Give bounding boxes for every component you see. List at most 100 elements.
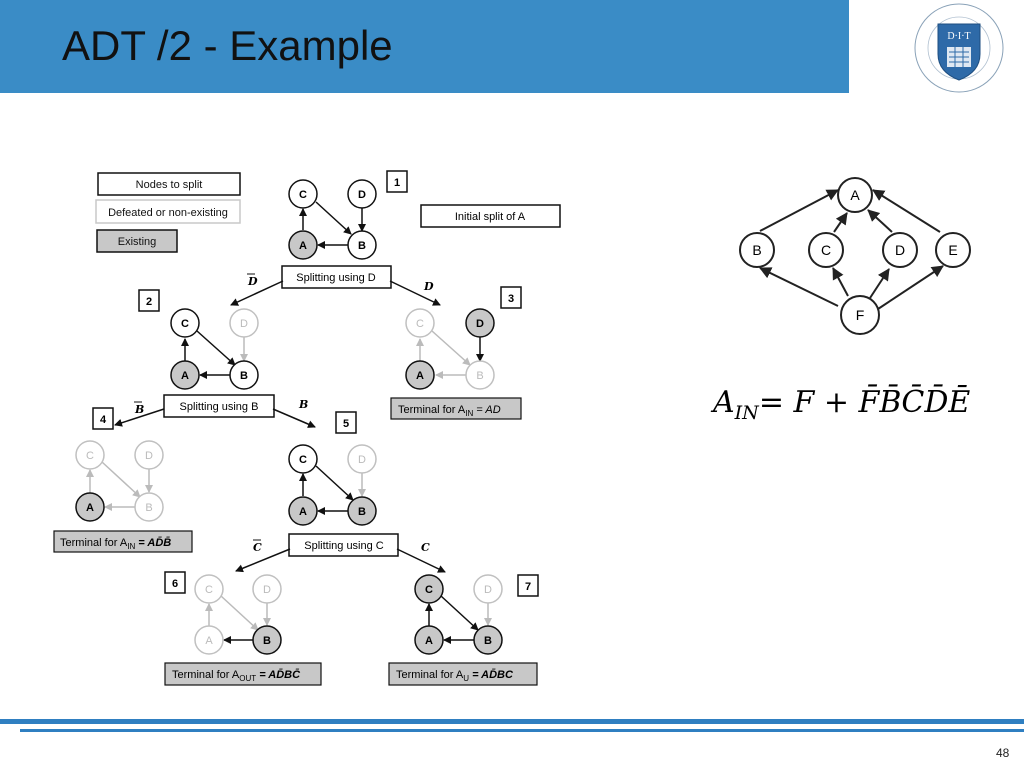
step2-node-a-label: A — [181, 370, 189, 382]
step7-number-box — [517, 574, 539, 597]
step-1: C D A B 1 Initial split of A — [288, 170, 561, 260]
step1-node-d-label: D — [358, 189, 366, 201]
legend-nodes-to-split-box — [97, 172, 241, 196]
step-3: 3 C D A B Terminal for AIN = AD — [390, 286, 522, 420]
edge-c: C — [421, 541, 430, 554]
step6-node-d — [252, 574, 282, 604]
step1-number: 1 — [394, 177, 400, 189]
step-5: 5 C D A B — [288, 411, 377, 526]
edge-b-bar: B — [134, 403, 144, 416]
step6-node-c — [194, 574, 224, 604]
step7-node-a — [414, 625, 444, 655]
step4-number-box — [92, 407, 114, 430]
step3-number: 3 — [508, 293, 514, 305]
step6-number: 6 — [172, 578, 178, 590]
graph-node-b — [739, 232, 775, 268]
step7-number: 7 — [525, 581, 531, 593]
split-c-box — [288, 533, 399, 557]
graph-node-a — [837, 177, 873, 213]
step1-node-b-label: B — [358, 240, 366, 252]
step5-node-c — [288, 444, 318, 474]
legend-nodes-to-split: Nodes to split — [136, 179, 203, 191]
split-b: Splitting using B B B — [114, 394, 316, 428]
step3-node-c-label: C — [416, 318, 424, 330]
step5-node-a — [288, 496, 318, 526]
step-4: 4 C D A B Terminal for AIN = AD̄B̄ — [53, 407, 193, 553]
legend-defeated-box — [95, 199, 241, 224]
step1-node-c-label: C — [299, 189, 307, 201]
step5-node-b — [347, 496, 377, 526]
step3-node-a — [405, 360, 435, 390]
terminal-7: Terminal for AU = AD̄BC — [396, 669, 514, 683]
step5-node-c-label: C — [299, 454, 307, 466]
step2-node-d — [229, 308, 259, 338]
split-d-box — [281, 265, 392, 289]
split-d: Splitting using D D D — [230, 265, 441, 306]
legend: Nodes to split Defeated or non-existing … — [95, 172, 241, 253]
terminal-6: Terminal for AOUT = AD̄BC̄ — [172, 669, 301, 683]
initial-split-box — [420, 204, 561, 228]
split-b-label: Splitting using B — [180, 401, 259, 413]
dit-logo: D·I·T — [914, 3, 1004, 93]
step2-node-c-label: C — [181, 318, 189, 330]
terminal-7-box — [388, 662, 538, 686]
step-2: 2 C D A B — [138, 289, 259, 390]
step3-number-box — [500, 286, 522, 309]
step1-node-d — [347, 179, 377, 209]
step2-node-b — [229, 360, 259, 390]
edge-d-bar: D — [247, 275, 258, 288]
step6-node-a-label: A — [205, 635, 213, 647]
edge-b: B — [298, 398, 308, 411]
step7-node-a-label: A — [425, 635, 433, 647]
step7-node-c — [414, 574, 444, 604]
step1-node-a — [288, 230, 318, 260]
terminal-4: Terminal for AIN = AD̄B̄ — [60, 537, 171, 551]
step5-node-d-label: D — [358, 454, 366, 466]
edge-d: D — [423, 280, 434, 293]
terminal-6-box — [164, 662, 322, 686]
step6-number-box — [164, 571, 186, 594]
step5-number: 5 — [343, 418, 349, 430]
graph-node-a-label: A — [850, 187, 860, 203]
slide-title: ADT /2 - Example — [62, 22, 393, 69]
step6-node-b-label: B — [263, 635, 271, 647]
legend-existing-box — [96, 229, 178, 253]
step2-node-d-label: D — [240, 318, 248, 330]
step3-node-d-label: D — [476, 318, 484, 330]
step3-node-c — [405, 308, 435, 338]
page-number: 48 — [996, 746, 1010, 760]
step-7: 7 C D A B Terminal for AU = AD̄BC — [388, 574, 539, 686]
split-b-box — [163, 394, 275, 418]
step7-node-d — [473, 574, 503, 604]
step1-node-c — [288, 179, 318, 209]
step4-node-b — [134, 492, 164, 522]
step6-node-b — [252, 625, 282, 655]
terminal-3-box — [390, 397, 522, 420]
step6-node-a — [194, 625, 224, 655]
step5-node-b-label: B — [358, 506, 366, 518]
step7-node-d-label: D — [484, 584, 492, 596]
step2-node-c — [170, 308, 200, 338]
step4-number: 4 — [100, 414, 107, 426]
graph-node-e-label: E — [948, 242, 957, 258]
step7-node-b — [473, 625, 503, 655]
graph-node-e — [935, 232, 971, 268]
split-c-label: Splitting using C — [304, 540, 384, 552]
edge-c-bar: C — [253, 541, 262, 554]
step4-node-d — [134, 440, 164, 470]
terminal-3: Terminal for AIN = AD — [398, 404, 501, 418]
split-d-label: Splitting using D — [296, 272, 376, 284]
graph-node-f-label: F — [856, 307, 865, 323]
footer-rule-bottom — [20, 729, 1024, 732]
step-6: 6 C D A B Terminal for AOUT = AD̄BC̄ — [164, 571, 322, 686]
formula: AIN= F + F̄B̄C̄D̄Ē — [710, 384, 970, 424]
step7-node-c-label: C — [425, 584, 433, 596]
step3-node-d — [465, 308, 495, 338]
header-bar — [0, 0, 849, 93]
legend-existing: Existing — [118, 236, 157, 248]
step1-node-b — [347, 230, 377, 260]
step2-number: 2 — [146, 296, 152, 308]
step4-node-c — [75, 440, 105, 470]
logo-monogram: D·I·T — [947, 31, 970, 42]
